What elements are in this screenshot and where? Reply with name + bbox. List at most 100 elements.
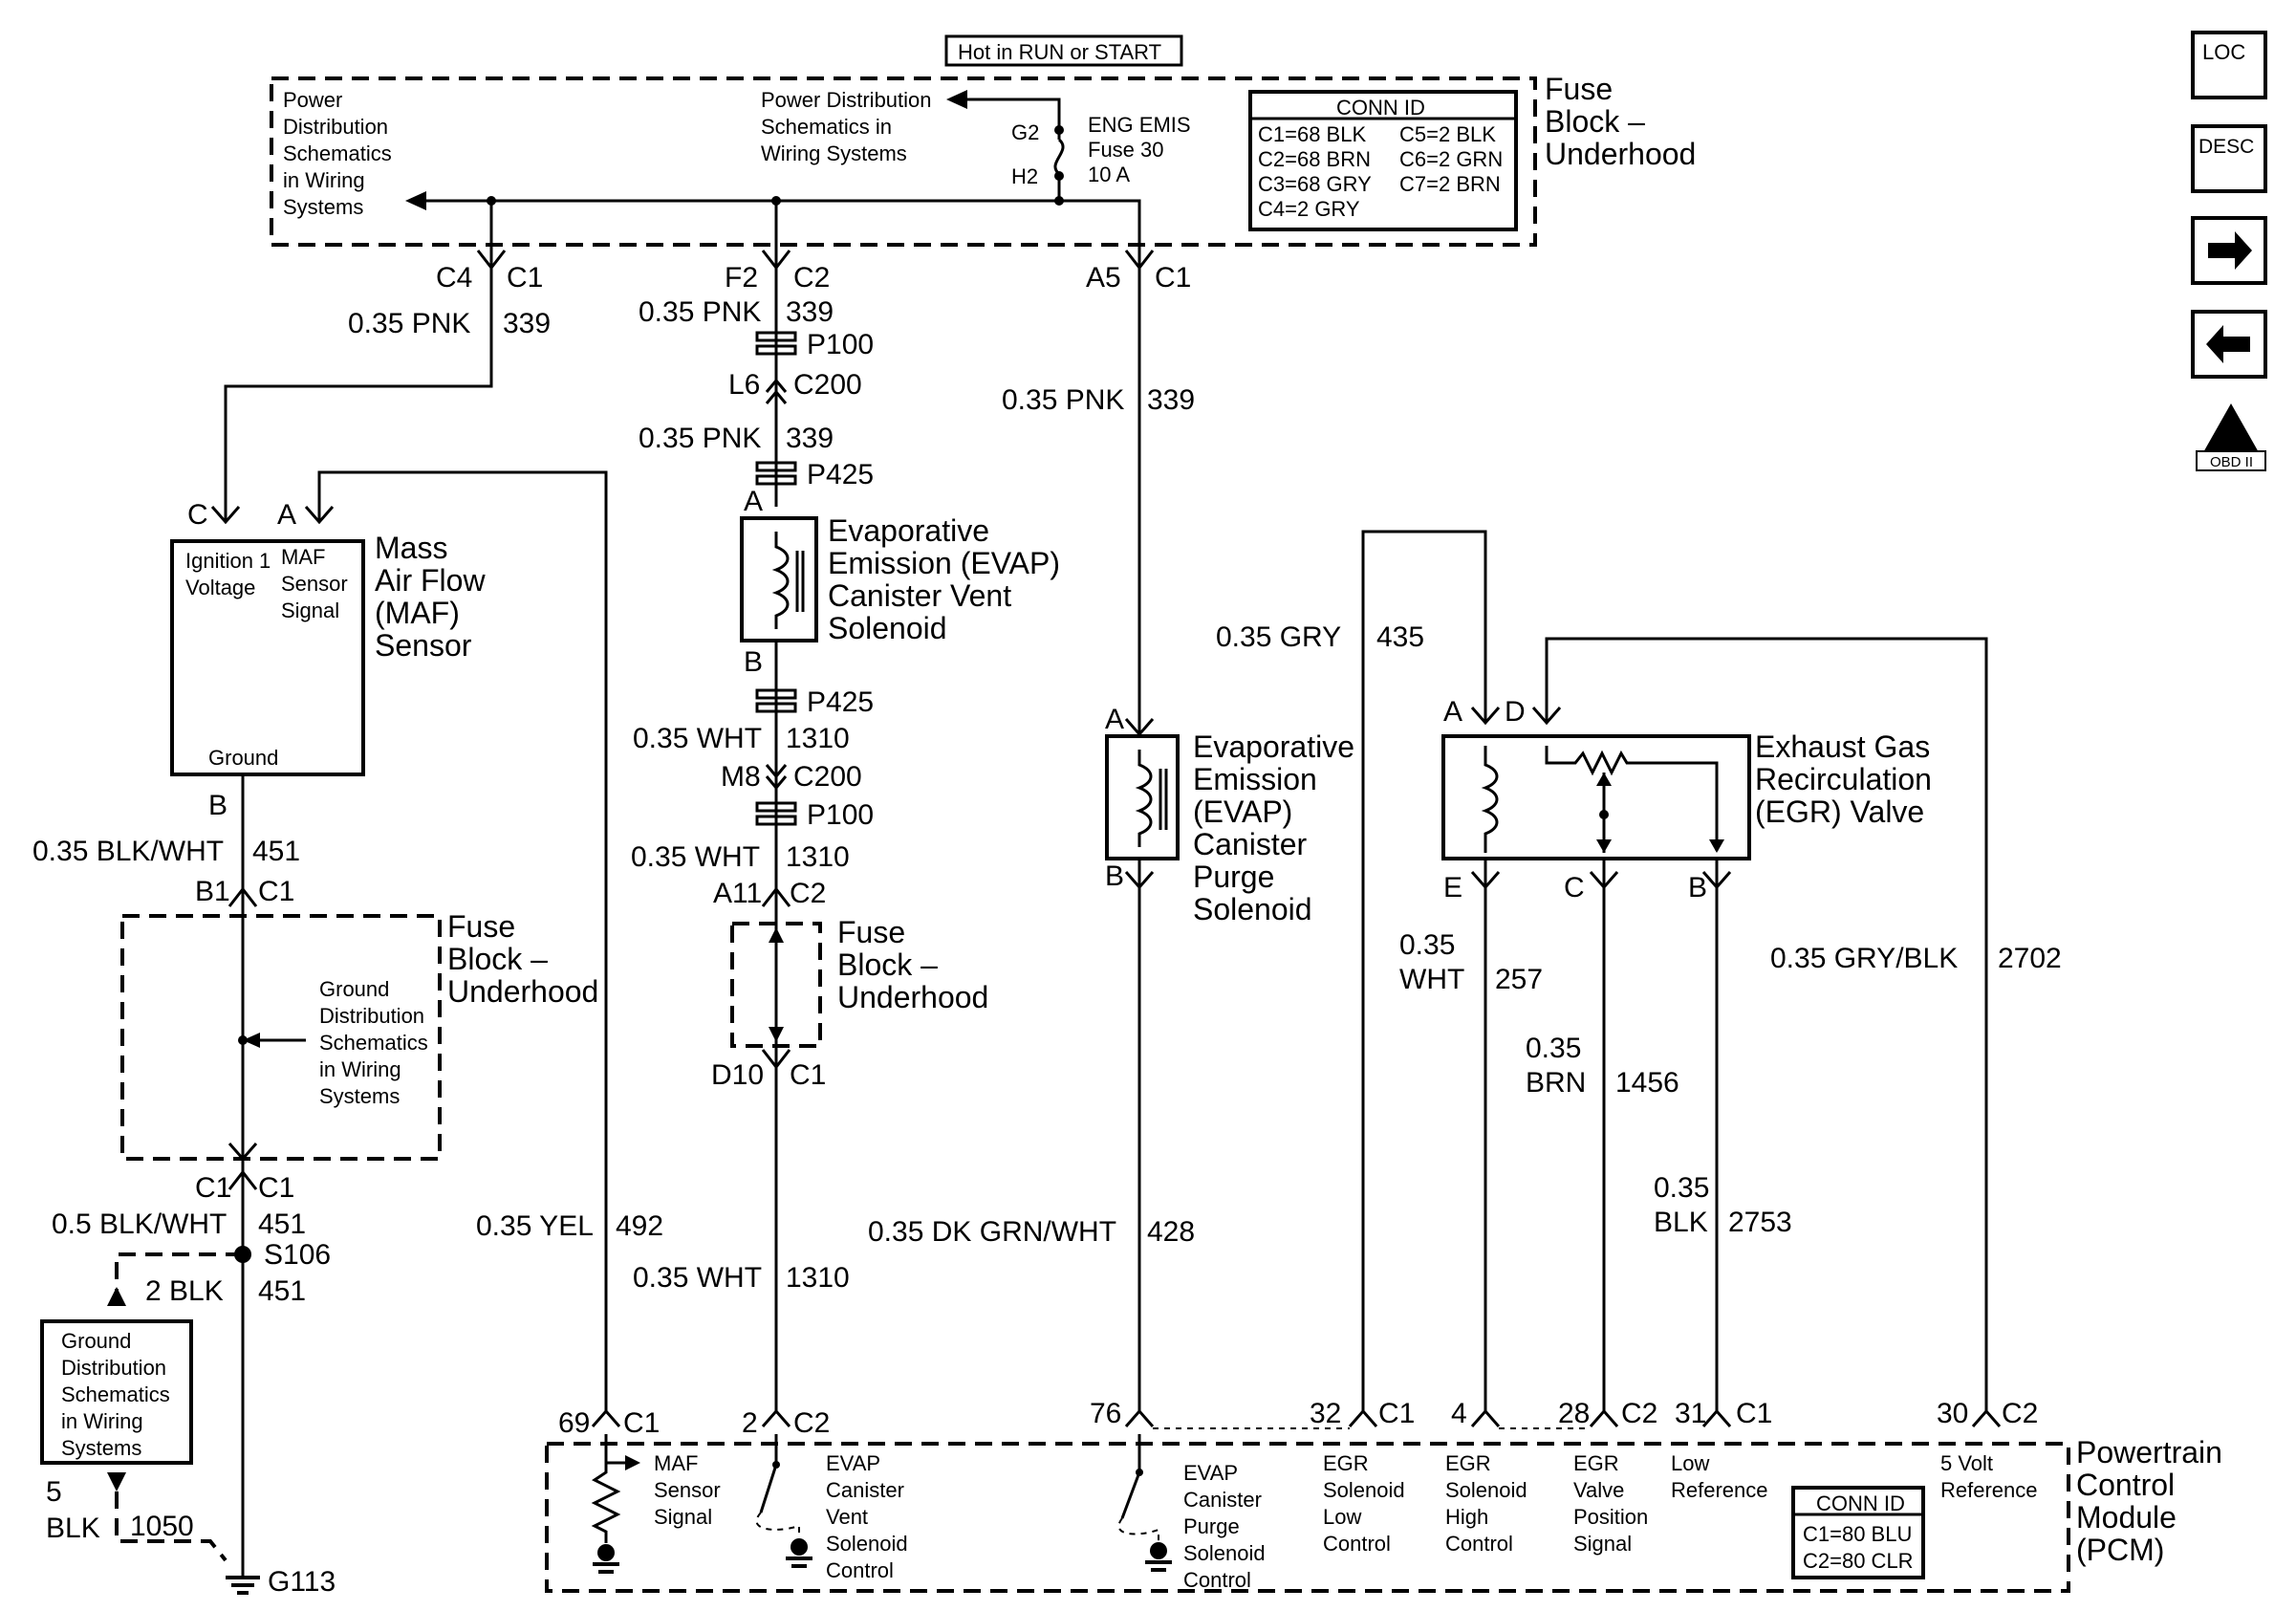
desc-label: DESC	[2199, 136, 2254, 158]
egr-valve-box	[1441, 734, 1751, 860]
ground-dist-text: Ground Distribution Schematics in Wiring…	[61, 1329, 176, 1460]
top-fuse-block-outline	[270, 76, 1537, 247]
pd-mid-text: Power Distribution Schematics in Wiring …	[761, 88, 938, 165]
purge-solenoid-coil-icon	[1135, 750, 1153, 847]
egr-2753-size: 0.35	[1654, 1172, 1709, 1204]
conn-c6: C6=2 GRN	[1399, 147, 1503, 171]
pcm-pin-31: 31	[1675, 1398, 1706, 1429]
s106-label: S106	[264, 1239, 331, 1271]
purge-wire2-color: 0.35 DK GRN/WHT	[868, 1216, 1116, 1248]
vent-fuse-block-outline	[730, 922, 822, 1048]
pcm-purge-ground-icon	[1145, 1542, 1172, 1572]
conn-c5: C5=2 BLK	[1399, 122, 1496, 146]
pcm-pin-4: 4	[1451, 1398, 1467, 1429]
vent-wire1-color: 0.35 PNK	[639, 296, 761, 328]
egr-2753-color: BLK	[1654, 1207, 1708, 1238]
egr-435-wire	[1361, 530, 1487, 1411]
maf-signal-wire-color: 0.35 YEL	[476, 1210, 594, 1242]
next-page-button[interactable]	[2191, 216, 2267, 285]
maf-ground-circuit: 451	[252, 836, 300, 867]
p425b-passthrough	[755, 688, 797, 713]
egr-solenoid-coil-icon	[1481, 746, 1499, 853]
maf-c4-label: C4	[436, 262, 472, 294]
lfb-circuit: 451	[258, 1208, 306, 1240]
vent-c200: C200	[793, 369, 862, 401]
pcm-c31: C1	[1736, 1398, 1772, 1429]
pcm-pin-2: 2	[742, 1407, 758, 1439]
maf-signal-text: MAF Sensor Signal	[281, 545, 354, 622]
egr-257-color: WHT	[1399, 964, 1464, 995]
pcm-maf-text: MAF Sensor Signal	[654, 1451, 726, 1529]
egr-1456-color: BRN	[1526, 1067, 1586, 1099]
top-power-section: Hot in RUN or START Power Distribution S…	[270, 34, 1696, 247]
vent-solenoid-box	[740, 516, 818, 642]
vent-wire5-color: 0.35 WHT	[633, 1262, 762, 1294]
pcm-c28: C2	[1621, 1398, 1657, 1429]
purge-solenoid-box	[1105, 734, 1180, 860]
pd-left-text: Power Distribution Schematics in Wiring …	[283, 88, 398, 219]
top-conn-id-box	[1248, 90, 1518, 231]
egr-gry-color: 0.35 GRY	[1216, 621, 1341, 653]
pcm-c30: C2	[2002, 1398, 2038, 1429]
egr-gry-circuit: 435	[1376, 621, 1424, 653]
vent-circuit5: 1310	[786, 1262, 850, 1294]
vent-p425: P425	[807, 459, 874, 490]
vent-c200b: C200	[793, 761, 862, 793]
maf-ground-text: Ground	[208, 746, 278, 770]
pcm-egr-pos-text: EGR Valve Position Signal	[1573, 1451, 1654, 1556]
left-fuse-block-label: Fuse Block – Underhood	[447, 909, 598, 1009]
hot-run-start-label: Hot in RUN or START	[958, 40, 1161, 64]
egr-pin-c: C	[1564, 872, 1585, 903]
obd-ii-button[interactable]: OBD II	[2196, 403, 2266, 471]
conn-c7: C7=2 BRN	[1399, 172, 1501, 196]
vent-solenoid-name: Evaporative Emission (EVAP) Canister Ven…	[828, 513, 1069, 645]
pcm-maf-resistor-icon	[591, 1434, 621, 1543]
lfb-wire-color: 0.5 BLK/WHT	[52, 1208, 227, 1240]
desc-button[interactable]: DESC	[2191, 124, 2267, 193]
pcm-conn-id-box	[1791, 1486, 1925, 1579]
vent-p100: P100	[807, 329, 874, 360]
egr-pin-a: A	[1443, 696, 1462, 728]
lfb-c1: C1	[258, 876, 294, 907]
prev-page-button[interactable]	[2191, 310, 2267, 379]
arrow-left-icon	[2206, 325, 2250, 363]
pcm-vent-ground-icon	[786, 1538, 812, 1568]
pcm-outline	[545, 1442, 2070, 1593]
pcm-c2: C2	[793, 1407, 830, 1439]
vent-circuit3: 1310	[786, 723, 850, 754]
g113-ground-icon	[226, 1576, 260, 1595]
egr-1456-circuit: 1456	[1615, 1067, 1679, 1099]
top-fuse-block-label: Fuse Block – Underhood	[1545, 72, 1696, 171]
p100-passthrough	[755, 331, 797, 356]
vent-l6: L6	[728, 369, 760, 401]
pcm-low-ref-text: Low Reference	[1671, 1451, 1768, 1502]
conn-id-title: CONN ID	[1336, 96, 1425, 120]
fuse-30-wire	[956, 98, 1065, 201]
p100b-passthrough	[755, 801, 797, 826]
vent-pin-a: A	[744, 486, 763, 517]
maf-wire-color: 0.35 PNK	[348, 308, 470, 339]
s106-wire-color: 2 BLK	[145, 1275, 224, 1307]
pcm-egr-low-text: EGR Solenoid Low Control	[1323, 1451, 1411, 1556]
loc-button[interactable]: LOC	[2191, 31, 2267, 99]
purge-a5: A5	[1086, 262, 1121, 294]
pcm-pin-30: 30	[1937, 1398, 1968, 1429]
obd-ii-label: OBD II	[2210, 454, 2253, 470]
vent-solenoid-coil-icon	[771, 532, 790, 629]
purge-wire1-color: 0.35 PNK	[1002, 384, 1124, 416]
egr-257-size: 0.35	[1399, 929, 1455, 961]
power-bus-wire	[411, 199, 1141, 239]
lfb-c1-b: C1	[195, 1172, 231, 1204]
purge-solenoid-section: A5 C1 0.35 PNK 339 A B Evaporative Emiss…	[868, 239, 1354, 1411]
purge-c1: C1	[1155, 262, 1191, 294]
pcm-egr-high-text: EGR Solenoid High Control	[1445, 1451, 1533, 1556]
egr-pin-b: B	[1688, 872, 1707, 903]
maf-circuit: 339	[503, 308, 551, 339]
egr-2702-circuit: 2702	[1998, 943, 2062, 974]
vent-wire3-color: 0.35 WHT	[633, 723, 762, 754]
vent-p425b: P425	[807, 686, 874, 718]
bus-left-arrow	[405, 191, 426, 210]
maf-pin-a: A	[277, 499, 296, 531]
pcm-pin-69: 69	[558, 1407, 590, 1439]
